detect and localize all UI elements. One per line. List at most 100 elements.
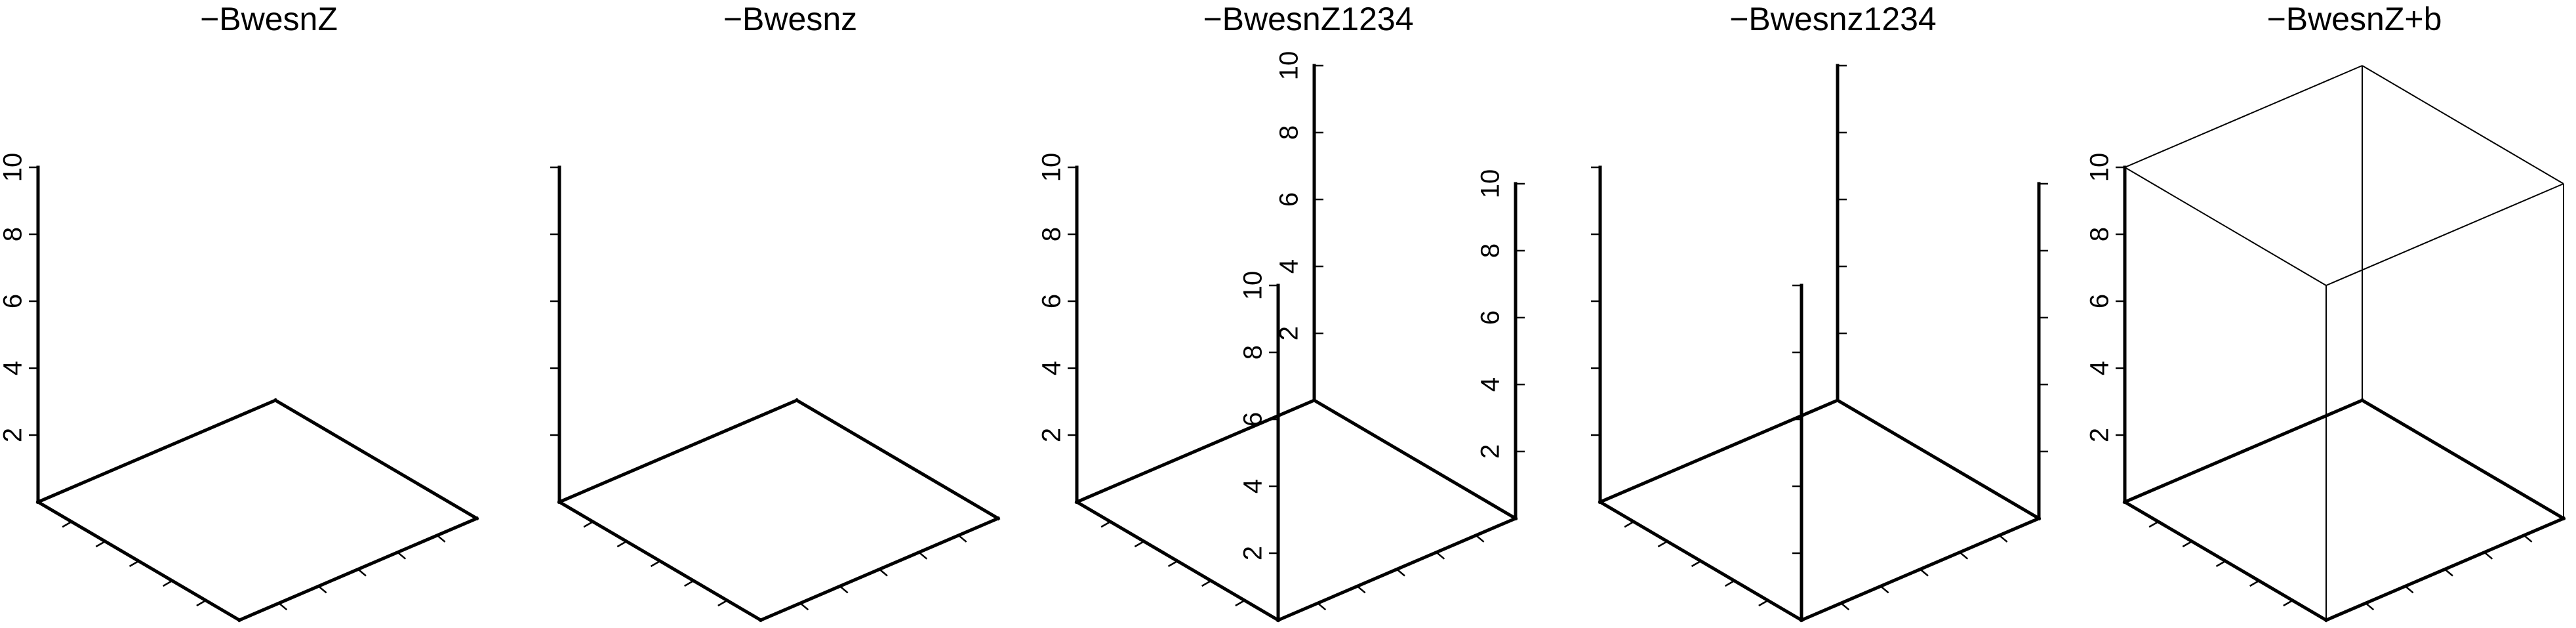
panel-5-box-top-back-left [2124,65,2363,168]
panel-3-z-tick-label: 6 [1275,192,1304,207]
panel-5-z-tick-label: 10 [2085,153,2114,182]
panel-3-z-tick-label: 8 [1037,227,1066,241]
panel-3-title: −BwesnZ1234 [1203,1,1413,37]
panel-4-y-tick [1998,534,2008,543]
panel-1-y-tick [317,585,327,594]
panel-2-y-tick [799,602,809,611]
panel-3-z-tick-label: 10 [1275,51,1304,81]
panel-1-z-tick-label: 8 [0,227,28,241]
panel-2-x-tick [616,540,627,548]
panel-2-y-tick [918,551,928,560]
panel-3-x-tick [1134,540,1144,548]
panel-5-base-back-left [2122,398,2365,505]
panel-3-x-tick [1235,599,1245,607]
panel-5-y-tick [2404,585,2414,594]
panel-1-y-tick [397,551,407,560]
panel-5-z-tick-label: 8 [2085,227,2114,241]
panel-5-box-top-back-right [2362,65,2564,184]
panel-1-y-tick [357,568,367,577]
panel-3-base-back-right [1312,398,1518,521]
panel-1-x-tick [196,599,207,607]
panel-3-z-tick-label: 10 [1239,271,1268,301]
panel-1-y-tick [278,602,288,611]
panel-1-y-tick [436,534,446,543]
panel-3-z-tick-label: 10 [1476,169,1505,199]
panel-1-base-back-left [35,398,278,505]
panel-5-base-back-right [2360,398,2566,521]
panel-4-y-tick [1840,602,1850,611]
panel-3-x-tick [1100,520,1111,528]
panel-2-x-tick [684,579,694,587]
panel-1-x-tick [163,579,173,587]
panel-3-z-tick-label: 2 [1275,326,1304,341]
panel-4-title: −Bwesnz1234 [1729,1,1937,37]
panel-5-x-tick [2215,560,2226,568]
panel-4-x-tick [1624,520,1634,528]
panel-2-y-tick [957,534,967,543]
panel-1-base-back-right [273,398,479,521]
panel-3-z-tick-label: 2 [1239,546,1268,560]
panel-3-z-tick-label: 4 [1476,377,1505,392]
panel-3-y-tick [1436,551,1445,560]
panel-3-z-tick-label: 8 [1476,243,1505,258]
panel-3-x-tick [1167,560,1178,568]
panel-3-z-tick-label: 4 [1037,361,1066,375]
panel-2-y-tick [879,568,888,577]
panel-4-x-tick [1657,540,1668,548]
panel-3-y-tick [1356,585,1366,594]
panel-3-y-tick [1317,602,1327,611]
panel-3-z-tick-label: 2 [1037,428,1066,442]
panel-5-title: −BwesnZ+b [2267,1,2442,37]
panel-1-x-tick [95,540,106,548]
panel-1-title: −BwesnZ [200,1,338,37]
panel-4-x-tick [1758,599,1769,607]
panel-2-x-tick [650,560,661,568]
panel-1-z-tick-label: 4 [0,361,28,375]
panel-4-y-tick [1920,568,1929,577]
panel-2-x-tick [717,599,728,607]
panel-1-z-tick-label: 2 [0,428,28,442]
panel-5-z-tick-label: 6 [2085,294,2114,308]
panel-3-x-tick [1201,579,1212,587]
panel-2-base-back-right [794,398,1001,521]
panel-5-z-tick-label: 2 [2085,428,2114,442]
panel-2-y-tick [839,585,849,594]
panel-3-z-tick-label: 6 [1037,294,1066,308]
panel-1-z-tick-label: 10 [0,153,28,182]
panel-2-title: −Bwesnz [723,1,857,37]
panel-5-x-tick [2182,540,2192,548]
panel-3-y-tick [1475,534,1485,543]
panel-3-z-tick-label: 6 [1476,310,1505,325]
panel-5-z-tick-label: 4 [2085,361,2114,375]
panel-5-box-top-front-right [2325,183,2564,286]
panel-4-x-tick [1725,579,1735,587]
panel-3-z-tick-label: 10 [1037,153,1066,182]
panel-4-base-back-right [1835,398,2042,521]
panel-4-y-tick [1880,585,1889,594]
panel-5-x-tick [2283,599,2293,607]
panel-4-y-tick [1959,551,1969,560]
panel-2-base-back-left [557,398,799,505]
panel-3-base-back-left [1074,398,1317,505]
panel-3-z-tick-label: 4 [1239,479,1268,493]
panel-3-z-tick-label: 8 [1239,345,1268,360]
panel-5-y-tick [2365,602,2375,611]
panel-1-x-tick [62,520,72,528]
panel-5-x-tick [2249,579,2260,587]
panel-5-box-top-front-left [2124,167,2327,286]
panel-4-x-tick [1691,560,1702,568]
panel-2-x-tick [583,520,594,528]
panel-3-z-tick-label: 8 [1275,125,1304,140]
panel-5-x-tick [2148,520,2159,528]
panel-3-z-tick-label: 6 [1239,412,1268,427]
panel-1-z-tick-label: 6 [0,294,28,308]
panel-3-z-tick-label: 4 [1275,259,1304,274]
panel-1-x-tick [129,560,140,568]
panel-5-y-tick [2523,534,2533,543]
panel-3-y-tick [1396,568,1405,577]
panel-4-base-back-left [1598,398,1840,505]
panel-5-y-tick [2444,568,2453,577]
